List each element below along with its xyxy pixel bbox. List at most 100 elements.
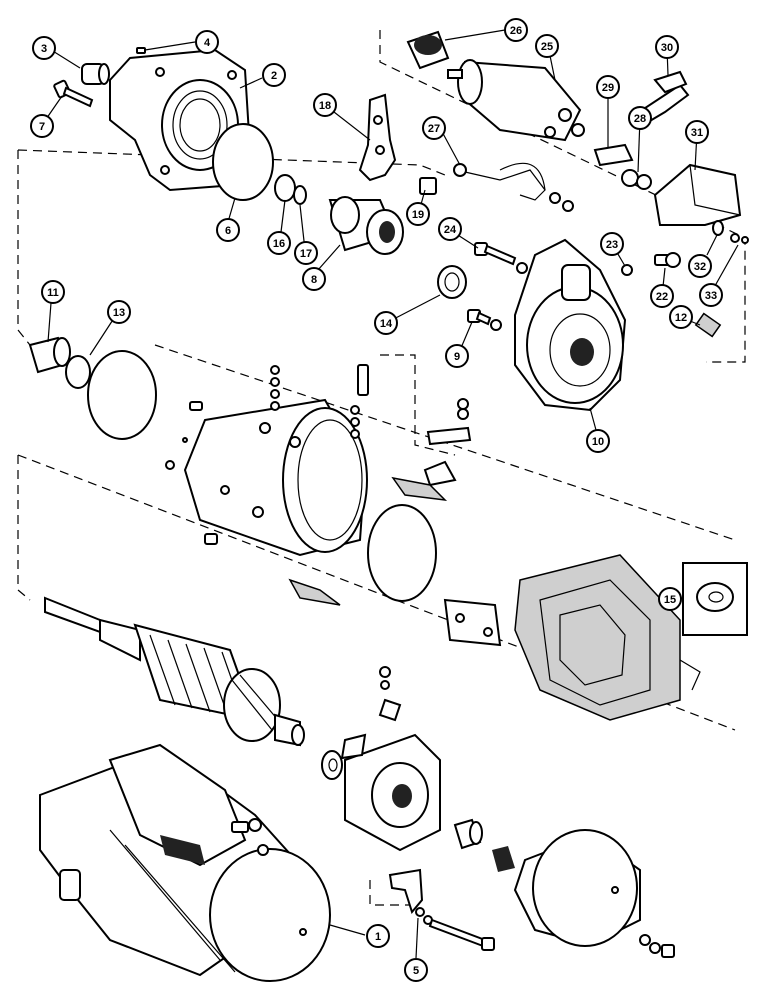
part-washer-boxed [682, 562, 748, 636]
part-bushing-ce [453, 818, 483, 850]
part-bolt-long [474, 242, 528, 274]
svg-text:28: 28 [634, 113, 646, 125]
part-shift-lever [358, 93, 397, 182]
part-small-nut [730, 233, 749, 244]
part-nut [621, 169, 652, 190]
callout-14: 14 [374, 311, 398, 335]
svg-text:29: 29 [602, 82, 614, 94]
part-bushing-small [81, 63, 110, 85]
svg-text:2: 2 [271, 70, 277, 82]
callout-6: 6 [216, 218, 240, 242]
part-thrust-washer [274, 174, 296, 202]
callout-17: 17 [294, 241, 318, 265]
part-insulator-strips [288, 476, 448, 606]
callout-18: 18 [313, 93, 337, 117]
callout-4: 4 [195, 30, 219, 54]
part-terminal-nuts [549, 192, 574, 212]
part-frame-fasteners [165, 364, 472, 545]
callout-11: 11 [41, 280, 65, 304]
svg-text:25: 25 [541, 41, 553, 53]
svg-text:17: 17 [300, 248, 312, 260]
callouts: 1 2 3 4 5 6 7 8 9 10 11 12 13 14 15 16 1… [30, 18, 723, 982]
callout-16: 16 [267, 231, 291, 255]
part-end-cap [513, 829, 641, 947]
svg-text:11: 11 [47, 287, 59, 299]
part-terminal-cover [653, 163, 742, 226]
callout-28: 28 [628, 106, 652, 130]
part-o-ring-center [367, 504, 437, 602]
part-retaining-ring [293, 185, 307, 205]
callout-5: 5 [404, 958, 428, 982]
callout-8: 8 [302, 267, 326, 291]
svg-text:16: 16 [273, 238, 285, 250]
callout-9: 9 [445, 344, 469, 368]
part-plate [443, 598, 502, 647]
part-seal [65, 355, 91, 389]
part-drive-pinion [328, 196, 404, 255]
callout-24: 24 [438, 217, 462, 241]
svg-text:5: 5 [413, 965, 419, 977]
svg-text:31: 31 [691, 127, 703, 139]
callout-26: 26 [504, 18, 528, 42]
part-washer-small [621, 264, 633, 276]
part-field-frame [183, 398, 368, 557]
svg-text:9: 9 [454, 351, 460, 363]
part-o-ring-rear [87, 350, 157, 440]
part-through-bolt [415, 907, 495, 951]
part-clip [712, 220, 724, 236]
callout-31: 31 [685, 120, 709, 144]
part-bracket-ce [388, 868, 424, 915]
part-screw [467, 309, 502, 331]
part-starter-assembly [39, 743, 331, 982]
svg-text:14: 14 [380, 318, 393, 330]
callout-32: 32 [688, 254, 712, 278]
callout-15: 15 [658, 587, 682, 611]
part-armature [44, 596, 305, 747]
callout-30: 30 [655, 35, 679, 59]
callout-22: 22 [650, 284, 674, 308]
svg-text:22: 22 [656, 291, 668, 303]
svg-text:12: 12 [675, 312, 687, 324]
svg-text:27: 27 [428, 123, 440, 135]
svg-text:15: 15 [664, 594, 676, 606]
callout-25: 25 [535, 34, 559, 58]
svg-text:6: 6 [225, 225, 231, 237]
svg-text:23: 23 [606, 239, 618, 251]
part-field-coils [514, 554, 701, 721]
svg-text:24: 24 [444, 224, 457, 236]
part-plug [694, 312, 722, 338]
callout-23: 23 [600, 232, 624, 256]
part-pin [136, 47, 146, 54]
svg-text:19: 19 [412, 209, 424, 221]
callout-2: 2 [262, 63, 286, 87]
svg-text:1: 1 [375, 931, 381, 943]
callout-10: 10 [586, 429, 610, 453]
callout-3: 3 [32, 36, 56, 60]
part-thrust-washer-large [437, 265, 467, 299]
part-solenoid [447, 59, 585, 142]
part-end-nuts [639, 934, 675, 958]
part-pivot-block [419, 177, 437, 195]
part-terminal-lead [453, 162, 546, 201]
svg-text:33: 33 [705, 290, 717, 302]
svg-text:7: 7 [39, 121, 45, 133]
callout-7: 7 [30, 114, 54, 138]
part-solenoid-boot [406, 30, 450, 70]
part-seal-ce [492, 846, 515, 872]
part-stud [654, 252, 681, 268]
svg-text:26: 26 [510, 25, 522, 37]
part-bolt-small [53, 79, 94, 108]
svg-text:10: 10 [592, 436, 604, 448]
callout-19: 19 [406, 202, 430, 226]
part-washer-brush [321, 750, 343, 780]
svg-text:3: 3 [41, 43, 47, 55]
part-o-ring-front [212, 123, 274, 201]
svg-text:4: 4 [204, 37, 211, 49]
callout-33: 33 [699, 283, 723, 307]
callout-13: 13 [107, 300, 131, 324]
part-brush-holder [340, 666, 441, 852]
svg-text:8: 8 [311, 274, 317, 286]
callout-27: 27 [422, 116, 446, 140]
callout-12: 12 [669, 305, 693, 329]
svg-text:32: 32 [694, 261, 706, 273]
